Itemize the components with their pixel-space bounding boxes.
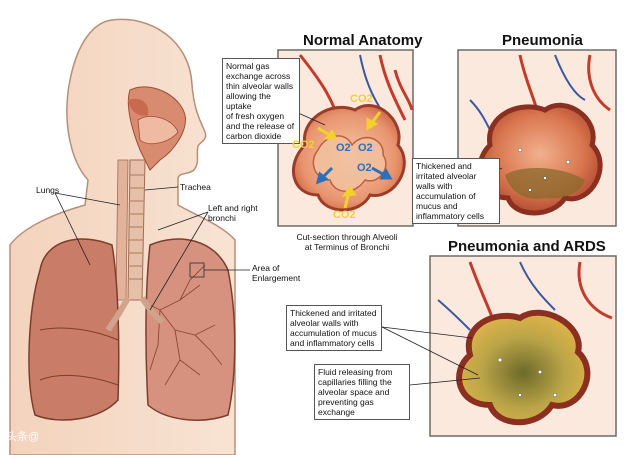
ards-fluid-callout: Fluid releasing from capillaries filling…	[314, 364, 410, 420]
pneumonia-panel	[457, 49, 617, 227]
o2-label: O2	[336, 142, 351, 154]
watermark: 头条@	[6, 431, 40, 443]
co2-label: CO2	[333, 209, 356, 221]
ards-panel	[429, 255, 617, 437]
pneumonia-title: Pneumonia	[502, 32, 583, 49]
human-figure	[9, 18, 236, 455]
area-of-enlargement-label: Area of Enlargement	[252, 263, 301, 283]
ards-walls-callout: Thickened and irritated alveolar walls w…	[286, 305, 382, 351]
co2-label: CO2	[350, 93, 373, 105]
o2-label: O2	[358, 142, 373, 154]
co2-label: CO2	[292, 139, 315, 151]
normal-gas-exchange-callout: Normal gas exchange across thin alveolar…	[222, 58, 300, 144]
trachea-label: Trachea	[180, 182, 211, 192]
alveoli-caption: Cut-section through Alveoli at Terminus …	[296, 232, 398, 252]
leader-lines	[54, 111, 503, 386]
normal-anatomy-panel	[277, 49, 414, 227]
normal-anatomy-title: Normal Anatomy	[303, 32, 423, 49]
lungs-label: Lungs	[36, 185, 60, 195]
bronchi-label: Left and right bronchi	[208, 203, 258, 223]
pneumonia-ards-title: Pneumonia and ARDS	[448, 238, 606, 255]
pneumonia-walls-callout: Thickened and irritated alveolar walls w…	[412, 158, 500, 224]
o2-label: O2	[357, 162, 372, 174]
